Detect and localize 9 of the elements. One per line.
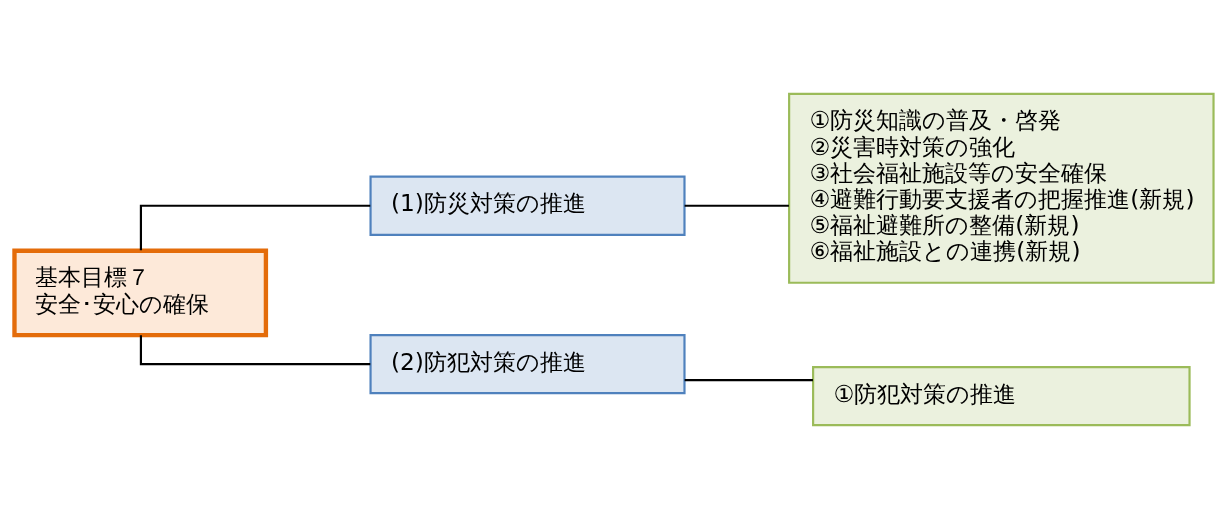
connector	[684, 204, 789, 207]
connector	[139, 204, 371, 251]
node-box: ①防災知識の普及・啓発 ②災害時対策の強化 ③社会福祉施設等の安全確保 ④避難行動要支援者の把握推進(新規) ⑤福祉避難所の整備(新規) ⑥福祉施設との連携(新規)	[788, 92, 1215, 284]
node-box: (1)防災対策の推進	[369, 175, 686, 236]
connector	[139, 335, 371, 366]
connector	[684, 379, 813, 382]
node-box: ①防犯対策の推進	[812, 365, 1191, 427]
node-box: (2)防犯対策の推進	[369, 334, 686, 395]
node-box: 基本目標７ 安全･安心の確保	[12, 248, 269, 338]
